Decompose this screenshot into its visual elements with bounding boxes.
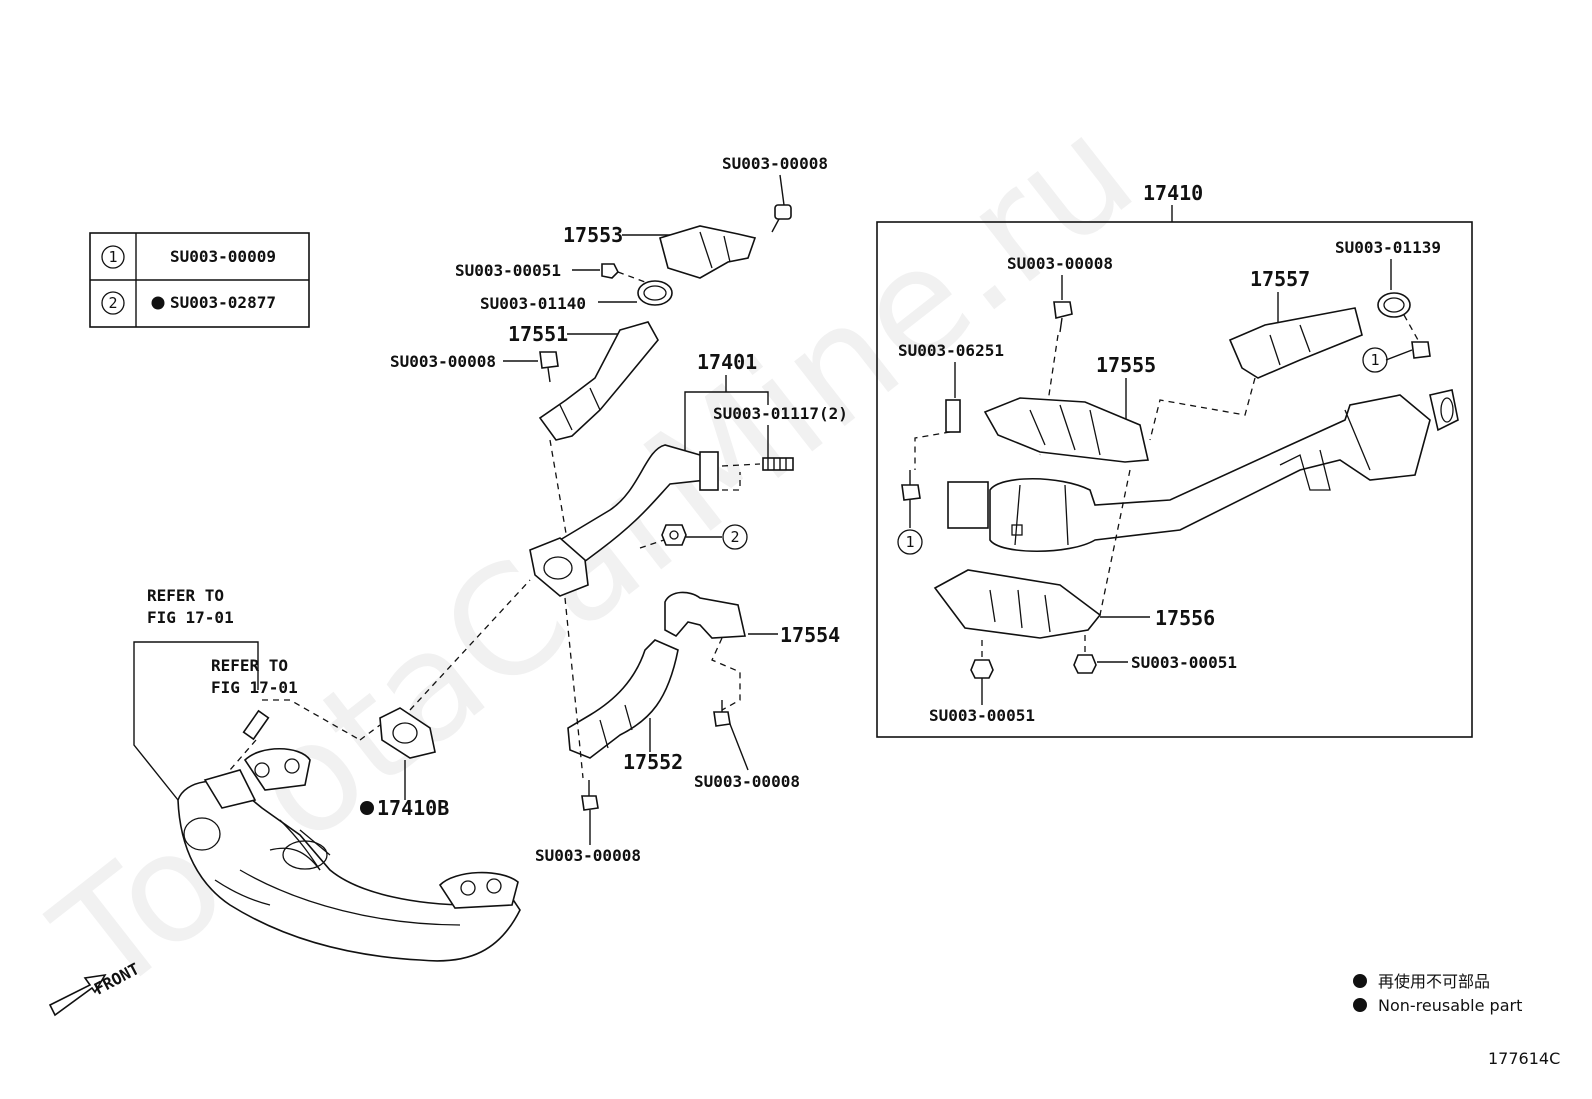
label-su003-01139: SU003-01139 (1335, 238, 1441, 257)
bolt-su003-00008-box (1053, 301, 1073, 333)
callout-2 (722, 524, 748, 550)
nut-su003-00051-right (1073, 654, 1097, 674)
table-row-1-code: SU003-00009 (170, 247, 276, 266)
insulator-17556 (933, 569, 1102, 639)
legend-table: 1 SU003-00009 2 SU003-02877 (89, 232, 310, 328)
label-17401: 17401 (697, 350, 757, 374)
legend-text-jp: 再使用不可部品 (1378, 972, 1490, 991)
label-su003-00051-top: SU003-00051 (455, 261, 561, 280)
label-su003-01117: SU003-01117(2) (713, 404, 848, 423)
label-refer-to-2-line1: REFER TO (211, 656, 288, 675)
callout-1-right (1362, 347, 1388, 373)
table-row-1-num: 1 (108, 248, 117, 266)
bolt-su003-00008-top (771, 204, 792, 233)
catalytic-converter-pipe (989, 394, 1431, 552)
label-17553: 17553 (563, 223, 623, 247)
label-17554: 17554 (780, 623, 840, 647)
bolt-su003-00009-right (1411, 341, 1431, 359)
label-su003-00008-bottom: SU003-00008 (535, 846, 641, 865)
bolt-su003-00008-bottom (581, 780, 599, 811)
nonreusable-dot-icon (151, 296, 165, 310)
gasket-17410b (379, 707, 436, 759)
label-17410b: 17410B (377, 796, 449, 820)
insulator-17555 (983, 397, 1149, 463)
label-17552: 17552 (623, 750, 683, 774)
label-su003-06251: SU003-06251 (898, 341, 1004, 360)
nonreusable-dot-icon-17410b (360, 801, 374, 815)
table-row-2-num: 2 (108, 294, 117, 312)
label-su003-00008-box: SU003-00008 (1007, 254, 1113, 273)
clip-su003-06251 (945, 399, 961, 433)
callout-1-left-text: 1 (905, 533, 914, 551)
insulator-17557 (1228, 307, 1363, 379)
assembly-box-17410 (876, 221, 1473, 738)
bolt-su003-00008-left (539, 351, 559, 383)
front-arrow-icon (48, 973, 107, 1017)
nut-su003-00051-top (601, 263, 619, 279)
clamp-su003-01140 (637, 280, 673, 306)
label-su003-00008-mid: SU003-00008 (694, 772, 800, 791)
sensor-stud (242, 709, 270, 741)
label-su003-00008-top: SU003-00008 (722, 154, 828, 173)
label-refer-to-1-line1: REFER TO (147, 586, 224, 605)
insulator-17553 (659, 225, 757, 279)
bolt-su003-00009 (901, 470, 921, 501)
callout-2-text: 2 (730, 528, 739, 546)
label-17410: 17410 (1143, 181, 1203, 205)
label-refer-to-2-line2: FIG 17-01 (211, 678, 298, 697)
label-su003-00051-box: SU003-00051 (929, 706, 1035, 725)
figure-id: 177614C (1488, 1049, 1560, 1068)
label-refer-to-1-line2: FIG 17-01 (147, 608, 234, 627)
label-17556: 17556 (1155, 606, 1215, 630)
callout-1-left (897, 529, 923, 555)
label-su003-01140: SU003-01140 (480, 294, 586, 313)
clamp-su003-01139 (1377, 292, 1411, 318)
label-17557: 17557 (1250, 267, 1310, 291)
stud-bolt-su003-01117 (762, 457, 794, 471)
label-17555: 17555 (1096, 353, 1156, 377)
insulator-17551 (538, 321, 659, 441)
label-17551: 17551 (508, 322, 568, 346)
bolt-su003-00008-mid (713, 700, 731, 727)
callout-1-right-text: 1 (1370, 351, 1379, 369)
exhaust-manifold (177, 780, 521, 962)
label-su003-00051-right: SU003-00051 (1131, 653, 1237, 672)
label-su003-00008-left: SU003-00008 (390, 352, 496, 371)
flange-17401 (529, 537, 589, 597)
legend-dot-en-icon (1353, 998, 1367, 1012)
nut-su003-02877 (661, 524, 687, 546)
legend-dot-jp-icon (1353, 974, 1367, 988)
table-row-2-code: SU003-02877 (170, 293, 276, 312)
legend-text-en: Non-reusable part (1378, 996, 1522, 1015)
insulator-17554 (664, 591, 746, 639)
nut-su003-00051-left (970, 659, 994, 679)
